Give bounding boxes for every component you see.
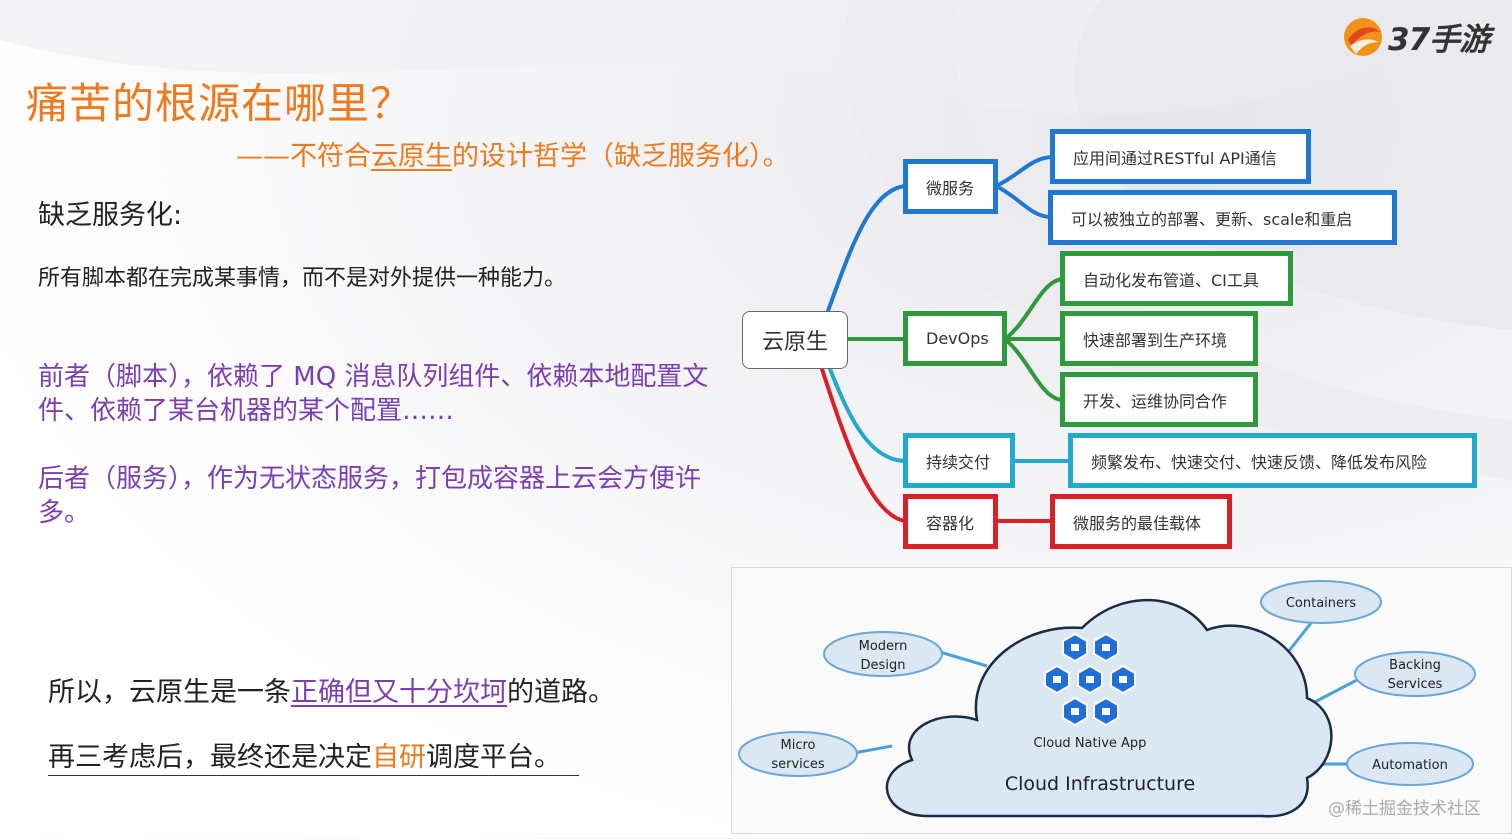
micro-services-bubble [738,731,858,777]
subtitle-cloud-native: 云原生 [371,141,452,172]
automation-bubble [1346,742,1474,786]
conclusion2-suffix: 调度平台。 [426,742,561,773]
branch-containerization: 容器化 [903,494,998,549]
branch-devops: DevOps [903,311,1007,366]
conclusion2-prefix: 再三考虑后，最终还是决定 [48,742,372,773]
latter-text: 后者（服务），作为无状态服务，打包成容器上云会方便许多。 [38,464,702,528]
leaf-independent-deploy: 可以被独立的部署、更新、scale和重启 [1048,190,1397,245]
leaf-fast-deploy: 快速部署到生产环境 [1060,311,1258,366]
micro-services-line1: Micro [781,738,816,753]
modern-design-line2: Design [861,658,906,673]
conclusion1-prefix: 所以，云原生是一条 [48,677,291,708]
former-text: 前者（脚本），依赖了 MQ 消息队列组件、依赖本地配置文件、依赖了某台机器的某个… [38,362,709,426]
modern-design-line1: Modern [859,639,908,654]
leaf-frequent-release: 频繁发布、快速交付、快速反馈、降低发布风险 [1068,433,1477,488]
brand-text: 37手游 [1388,22,1490,58]
branch-continuous-delivery: 持续交付 [903,433,1015,488]
conclusion2-emphasis: 自研 [372,742,426,773]
conclusion1-suffix: 的道路。 [507,677,615,708]
modern-design-bubble [823,631,943,677]
subtitle-suffix: 的设计哲学（缺乏服务化）。 [452,141,790,172]
automation-label: Automation [1372,758,1448,773]
watermark: @稀土掘金技术社区 [1328,799,1481,819]
brand-flame-icon [1344,17,1382,56]
micro-services-line2: services [771,757,825,772]
lack-heading: 缺乏服务化: [38,200,183,231]
branch-microservice: 微服务 [903,159,998,214]
cloud-native-diagram: Cloud Native App Cloud Infrastructure Mo… [731,567,1512,834]
cloud-diagram-svg: Cloud Native App Cloud Infrastructure Mo… [738,580,1476,818]
subtitle-prefix: ——不符合 [236,141,371,172]
page-subtitle: ——不符合云原生的设计哲学（缺乏服务化）。 [236,134,790,173]
containers-bubble [1260,580,1382,624]
mindmap-root: 云原生 [742,311,848,369]
leaf-best-carrier: 微服务的最佳载体 [1050,494,1232,549]
cloud-infrastructure-label: Cloud Infrastructure [1005,773,1195,795]
cloud-native-app-label: Cloud Native App [1034,736,1147,751]
leaf-dev-ops-collab: 开发、运维协同合作 [1060,372,1258,427]
brand-logo: 37手游 [1342,14,1490,59]
backing-services-bubble [1354,651,1476,697]
backing-services-line1: Backing [1389,658,1441,673]
containers-label: Containers [1286,596,1357,611]
leaf-restful-api: 应用间通过RESTful API通信 [1050,129,1311,184]
backing-services-line2: Services [1388,677,1443,692]
conclusion-line-1: 所以，云原生是一条正确但又十分坎坷的道路。 [48,670,615,709]
page-title: 痛苦的根源在哪里？ [26,79,414,128]
conclusion-line-2: 再三考虑后，最终还是决定自研调度平台。 [48,735,579,776]
conclusion1-emphasis: 正确但又十分坎坷 [291,677,507,708]
leaf-ci-pipeline: 自动化发布管道、CI工具 [1060,251,1293,306]
hexagon-cluster-icon [1044,632,1136,727]
script-description: 所有脚本都在完成某事情，而不是对外提供一种能力。 [38,266,567,291]
